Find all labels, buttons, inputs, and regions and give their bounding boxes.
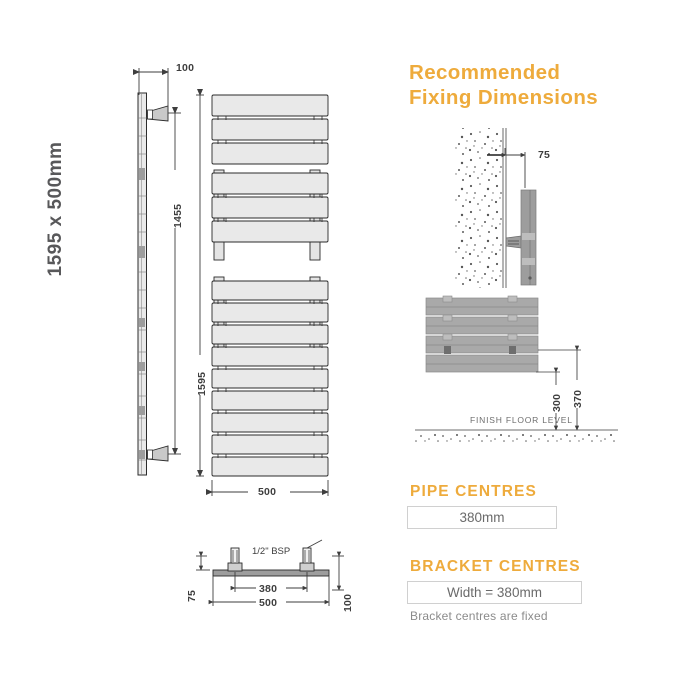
side-view-profile <box>137 92 147 476</box>
dim-label-depth: 100 <box>176 62 195 74</box>
dim-label-pipe-centres: 380 <box>259 583 278 595</box>
dim-label-bracket-span: 1455 <box>172 203 184 228</box>
floor-level-detail <box>415 295 618 442</box>
dim-label-floor-lower: 300 <box>551 393 563 412</box>
bracket-centres-title: BRACKET CENTRES <box>410 558 581 575</box>
bsp-connection-label: 1/2" BSP <box>252 546 291 557</box>
finish-floor-level-label: FINISH FLOOR LEVEL <box>470 415 573 425</box>
bracket-centres-note: Bracket centres are fixed <box>410 609 548 623</box>
valve-connector-right <box>299 547 315 572</box>
dim-depth-100 <box>133 68 169 110</box>
valve-connector-left <box>227 547 243 572</box>
floor-hatch-icon <box>415 431 618 442</box>
dim-bracket-span-1455 <box>168 107 181 455</box>
dim-label-height: 1595 <box>196 371 208 396</box>
side-view-bracket-top <box>146 105 169 122</box>
dim-label-wall-projection: 75 <box>538 149 551 161</box>
masonry-hatch-icon <box>455 128 503 288</box>
fixing-heading: Recommended Fixing Dimensions <box>409 60 598 110</box>
pipe-centres-value: 380mm <box>407 506 557 529</box>
dim-height-1595 <box>196 89 204 477</box>
dim-label-floor-upper: 370 <box>572 389 584 408</box>
bracket-centres-value: Width = 380mm <box>407 581 582 604</box>
fixing-heading-line2: Fixing Dimensions <box>409 86 599 109</box>
side-view-bracket-bottom <box>146 445 169 462</box>
wall-fixing-detail <box>455 128 537 288</box>
pipe-centres-title: PIPE CENTRES <box>410 483 537 500</box>
dim-label-width: 500 <box>258 486 277 498</box>
fixing-heading-line1: Recommended <box>409 61 561 84</box>
front-view-radiator <box>211 94 329 477</box>
bottom-view-plan <box>196 539 344 609</box>
dim-label-overall-width: 500 <box>259 597 278 609</box>
dim-label-offset-right: 100 <box>342 593 354 612</box>
dim-label-offset-left: 75 <box>186 589 198 602</box>
product-size-label: 1595 x 500mm <box>45 141 66 277</box>
